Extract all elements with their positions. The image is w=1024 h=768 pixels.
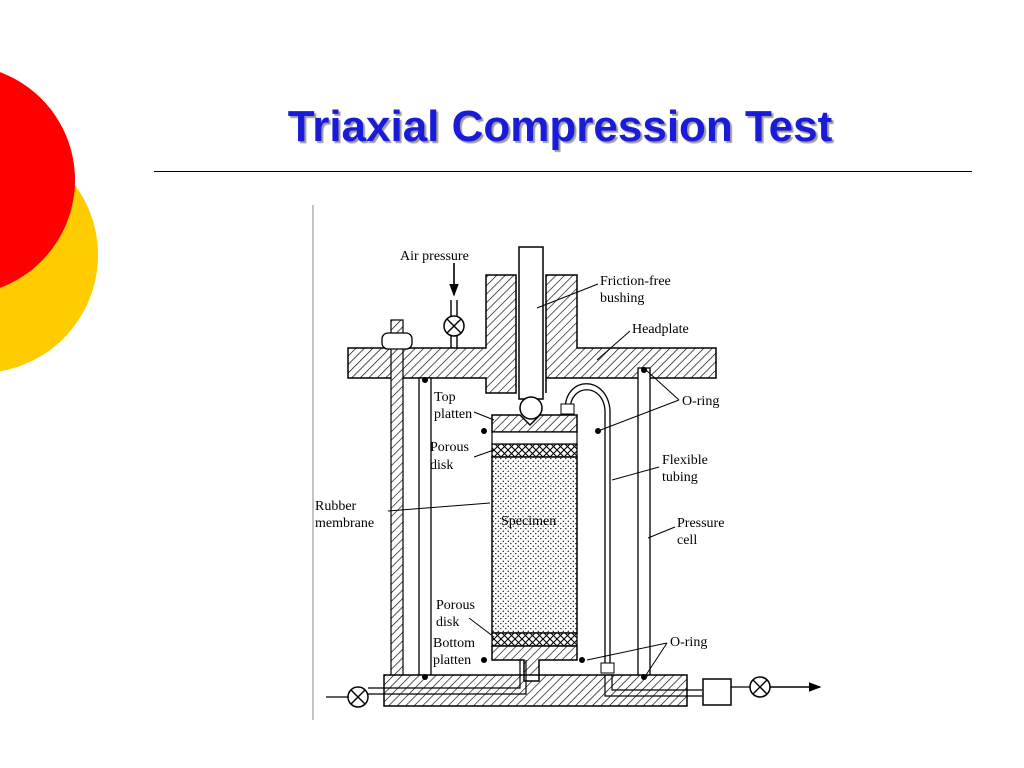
leader-line: [597, 399, 680, 432]
label-bottom: Bottom: [433, 636, 475, 651]
label-friction-free: Friction-free: [600, 274, 671, 289]
leader-line: [536, 283, 599, 309]
leader-line: [611, 466, 660, 481]
label-air-pressure: Air pressure: [400, 249, 469, 264]
leader-line: [473, 411, 495, 421]
label-porous-top: Porous: [430, 440, 469, 455]
leader-line: [645, 369, 680, 401]
base-plate: [383, 674, 688, 707]
label-membrane: membrane: [315, 516, 374, 531]
platten-gap: [491, 431, 578, 445]
decorative-circles: [0, 72, 98, 372]
porous-disk-bottom: [491, 632, 578, 647]
leader-line: [596, 330, 631, 361]
leader-line: [586, 642, 668, 661]
drainage-channel-right: [611, 675, 702, 691]
label-cell: cell: [677, 533, 697, 548]
label-tubing: tubing: [662, 470, 698, 485]
label-platten-bottom: platten: [433, 653, 471, 668]
leader-line: [473, 449, 495, 458]
tubing-fitting: [600, 662, 615, 674]
label-pressure: Pressure: [677, 516, 724, 531]
headplate: [347, 274, 517, 394]
label-platten: platten: [434, 407, 472, 422]
leader-line: [645, 642, 668, 676]
drainage-channel-right: [604, 675, 702, 697]
cell-wall-left: [418, 377, 432, 682]
bottom-platten: [491, 645, 578, 676]
headplate-right: [545, 274, 717, 393]
label-top: Top: [434, 390, 456, 405]
label-o-ring-top: O-ring: [682, 394, 719, 409]
decorative-red-circle: [0, 72, 75, 288]
drainage-channel: [368, 660, 527, 695]
label-specimen: Specimen: [501, 514, 556, 529]
o-ring-dot: [481, 657, 487, 663]
drainage-channel: [368, 660, 521, 689]
volume-gauge-box: [702, 678, 732, 706]
label-disk-bottom: disk: [436, 615, 459, 630]
label-rubber: Rubber: [315, 499, 357, 514]
o-ring-dot: [422, 377, 428, 383]
triaxial-apparatus-diagram: Air pressure Friction-free bushing Headp…: [312, 205, 822, 720]
o-ring-dot: [422, 674, 428, 680]
leader-line: [468, 617, 495, 638]
tubing-fitting: [560, 403, 575, 415]
label-porous-bottom: Porous: [436, 598, 475, 613]
o-ring-dot: [579, 657, 585, 663]
air-valve-icon: [443, 315, 465, 337]
tie-rod-nut: [381, 332, 413, 350]
tie-rod-left: [390, 319, 404, 693]
label-headplate: Headplate: [632, 322, 689, 337]
label-flexible: Flexible: [662, 453, 708, 468]
label-disk-top: disk: [430, 458, 453, 473]
label-bushing: bushing: [600, 291, 644, 306]
o-ring-dot: [641, 674, 647, 680]
piston-ball: [519, 396, 543, 420]
drain-valve-left-icon: [347, 686, 369, 708]
slide-title: Triaxial Compression Test: [287, 102, 833, 151]
leader-line: [387, 502, 491, 512]
o-ring-dot: [641, 367, 647, 373]
flexible-tubing: [564, 383, 611, 670]
label-o-ring-bottom: O-ring: [670, 635, 707, 650]
porous-disk-top: [491, 443, 578, 458]
leader-line: [647, 526, 676, 539]
o-ring-dot: [481, 428, 487, 434]
loading-piston: [518, 246, 544, 400]
specimen: [491, 456, 578, 634]
outlet-valve-icon: [749, 676, 771, 698]
title-divider: [154, 171, 972, 172]
flexible-tubing: [569, 389, 606, 670]
